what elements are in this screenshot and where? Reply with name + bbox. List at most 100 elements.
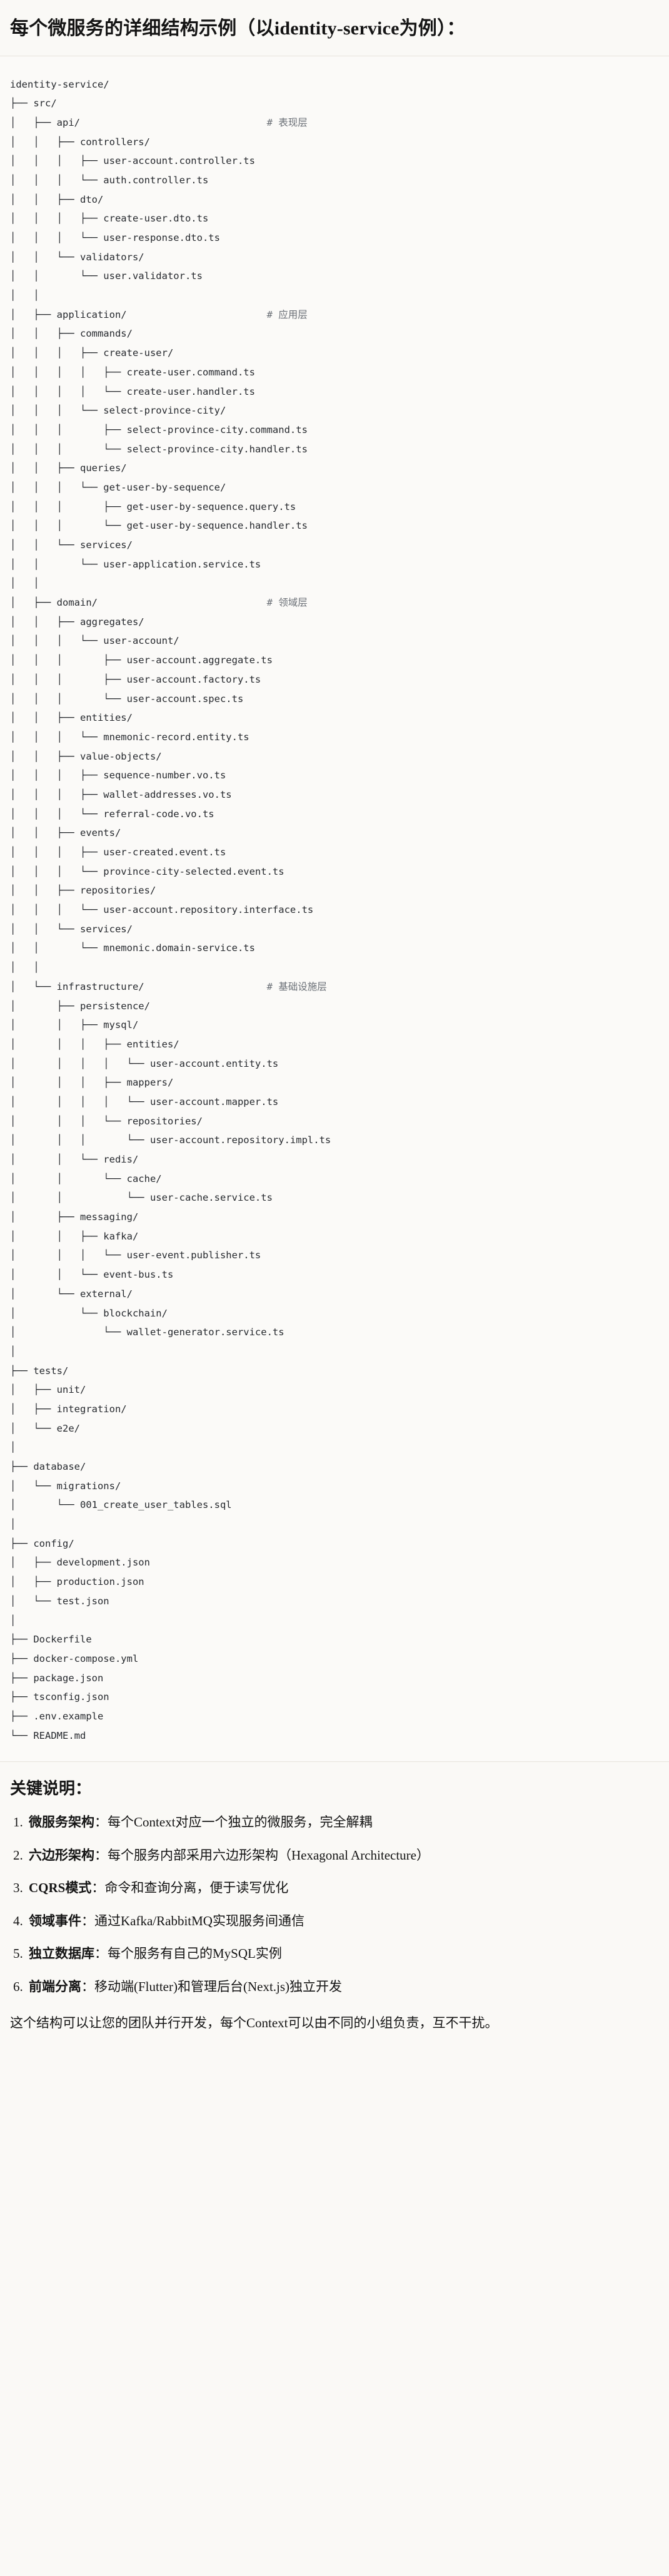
tree-line: ├── database/ [10,1461,86,1472]
tree-line: │ │ │ ├── user-account.factory.ts [10,673,261,685]
title-section: 每个微服务的详细结构示例（以identity-service为例）： [0,0,669,56]
key-note-separator: ： [94,1815,108,1830]
tree-line: │ │ │ ├── user-created.event.ts [10,847,226,858]
tree-line: │ │ ├── mysql/ [10,1019,139,1031]
tree-line: │ │ │ │ └── user-account.entity.ts [10,1057,279,1069]
tree-line: │ ├── domain/ # 领域层 [10,597,308,609]
key-note-item: 微服务架构：每个Context对应一个独立的微服务，完全解耦 [26,1812,659,1833]
key-note-body: 通过Kafka/RabbitMQ实现服务间通信 [94,1913,304,1928]
key-note-body: 命令和查询分离，便于读写优化 [104,1880,289,1896]
tree-line: │ │ ├── commands/ [10,328,133,340]
tree-line: └── README.md [10,1729,86,1741]
tree-line: ├── package.json [10,1672,104,1684]
tree-line: │ [10,1442,16,1453]
tree-line: │ │ ├── aggregates/ [10,616,144,628]
closing-paragraph: 这个结构可以让您的团队并行开发，每个Context可以由不同的小组负责，互不干扰… [10,2015,498,2031]
tree-line: │ │ ├── entities/ [10,712,133,724]
tree-line: │ │ └── services/ [10,539,133,551]
key-notes-section: 关键说明： 微服务架构：每个Context对应一个独立的微服务，完全解耦六边形架… [0,1762,669,2052]
tree-line: │ └── 001_create_user_tables.sql [10,1499,232,1511]
tree-line-comment: # 领域层 [266,597,308,609]
key-note-term: CQRS模式 [29,1880,92,1896]
tree-line: │ │ │ ├── create-user.dto.ts [10,213,209,225]
tree-line: │ └── blockchain/ [10,1307,168,1319]
tree-line: │ │ │ └── select-province-city/ [10,405,226,417]
tree-line: │ │ │ │ └── user-account.mapper.ts [10,1096,279,1107]
tree-line: │ │ [10,290,39,302]
key-note-term: 领域事件 [29,1913,81,1928]
key-note-item: 独立数据库：每个服务有自己的MySQL实例 [26,1943,659,1964]
tree-line: │ │ │ └── user-account.spec.ts [10,693,244,705]
tree-line-comment: # 基础设施层 [266,980,327,992]
tree-line: │ │ └── user.validator.ts [10,270,203,282]
key-note-body: 每个服务内部采用六边形架构（Hexagonal Architecture） [108,1847,430,1863]
tree-line: │ │ [10,962,39,974]
tree-line: │ │ [10,578,39,589]
tree-line: │ │ ├── events/ [10,827,121,839]
directory-tree-section: identity-service/ ├── src/ │ ├── api/ # … [0,56,669,1763]
tree-line: │ │ └── validators/ [10,251,144,263]
tree-line: ├── src/ [10,98,57,109]
tree-line: │ │ ├── repositories/ [10,885,156,897]
tree-line: │ ├── integration/ [10,1403,127,1415]
tree-line: │ │ │ └── user-account.repository.interf… [10,904,314,916]
tree-line: ├── docker-compose.yml [10,1652,139,1664]
tree-line: ├── config/ [10,1537,74,1549]
tree-line: │ │ └── user-application.service.ts [10,558,261,570]
key-note-term: 独立数据库 [29,1946,94,1962]
tree-line: ├── tsconfig.json [10,1691,109,1703]
tree-line: │ │ │ └── user-account/ [10,635,179,647]
tree-line: │ │ │ ├── user-account.aggregate.ts [10,654,273,666]
tree-line: │ │ ├── value-objects/ [10,750,162,762]
tree-line: │ ├── unit/ [10,1384,86,1396]
key-note-term: 微服务架构 [29,1815,94,1830]
tree-line: │ │ │ └── repositories/ [10,1115,203,1127]
key-note-item: 六边形架构：每个服务内部采用六边形架构（Hexagonal Architectu… [26,1845,659,1866]
key-note-item: CQRS模式：命令和查询分离，便于读写优化 [26,1878,659,1898]
tree-line: │ │ │ └── auth.controller.ts [10,174,209,186]
tree-line: │ │ │ ├── select-province-city.command.t… [10,424,308,435]
tree-line: │ │ │ ├── create-user/ [10,347,174,359]
tree-line: │ │ │ └── province-city-selected.event.t… [10,865,284,877]
tree-line: │ │ │ ├── entities/ [10,1038,179,1050]
tree-line: │ │ │ └── user-response.dto.ts [10,232,220,243]
tree-line: │ │ │ └── referral-code.vo.ts [10,808,214,820]
key-note-item: 领域事件：通过Kafka/RabbitMQ实现服务间通信 [26,1911,659,1932]
tree-line: │ ├── persistence/ [10,1000,150,1012]
tree-line: │ │ │ └── get-user-by-sequence/ [10,481,226,493]
key-note-body: 每个Context对应一个独立的微服务，完全解耦 [108,1815,373,1830]
page-title: 每个微服务的详细结构示例（以identity-service为例）： [10,18,466,39]
tree-line: │ │ │ │ ├── create-user.command.ts [10,366,255,378]
tree-line: │ │ └── redis/ [10,1154,139,1165]
tree-line: identity-service/ [10,78,109,90]
key-note-separator: ： [91,1880,105,1896]
key-note-body: 移动端(Flutter)和管理后台(Next.js)独立开发 [94,1978,343,1994]
key-note-separator: ： [81,1913,94,1928]
tree-line: │ │ └── event-bus.ts [10,1269,174,1281]
key-note-separator: ： [94,1847,108,1863]
tree-line: │ [10,1519,16,1530]
tree-line: │ ├── messaging/ [10,1211,139,1223]
page-root: 每个微服务的详细结构示例（以identity-service为例）： ident… [0,0,669,2052]
tree-line: │ │ │ │ └── create-user.handler.ts [10,385,255,397]
key-note-item: 前端分离：移动端(Flutter)和管理后台(Next.js)独立开发 [26,1977,659,1997]
tree-line: │ │ │ ├── sequence-number.vo.ts [10,770,226,781]
key-note-separator: ： [94,1946,108,1962]
tree-line: │ │ ├── controllers/ [10,136,150,148]
tree-line: │ │ │ ├── mappers/ [10,1077,174,1089]
tree-line: │ └── wallet-generator.service.ts [10,1326,284,1338]
tree-line: │ │ │ ├── wallet-addresses.vo.ts [10,788,232,800]
tree-line: │ │ ├── dto/ [10,193,104,205]
tree-line: │ └── e2e/ [10,1422,80,1434]
tree-line: │ │ └── mnemonic.domain-service.ts [10,942,255,954]
tree-line-comment: # 表现层 [266,116,308,128]
tree-line: │ └── test.json [10,1595,109,1607]
tree-line: │ │ ├── kafka/ [10,1230,139,1242]
tree-line: │ └── external/ [10,1288,133,1300]
tree-line: │ │ │ ├── get-user-by-sequence.query.ts [10,501,296,512]
tree-line: │ [10,1614,16,1626]
key-note-body: 每个服务有自己的MySQL实例 [108,1946,282,1962]
key-notes-list: 微服务架构：每个Context对应一个独立的微服务，完全解耦六边形架构：每个服务… [10,1812,659,1997]
tree-line: │ │ └── services/ [10,923,133,935]
tree-line: │ │ └── user-cache.service.ts [10,1192,273,1204]
